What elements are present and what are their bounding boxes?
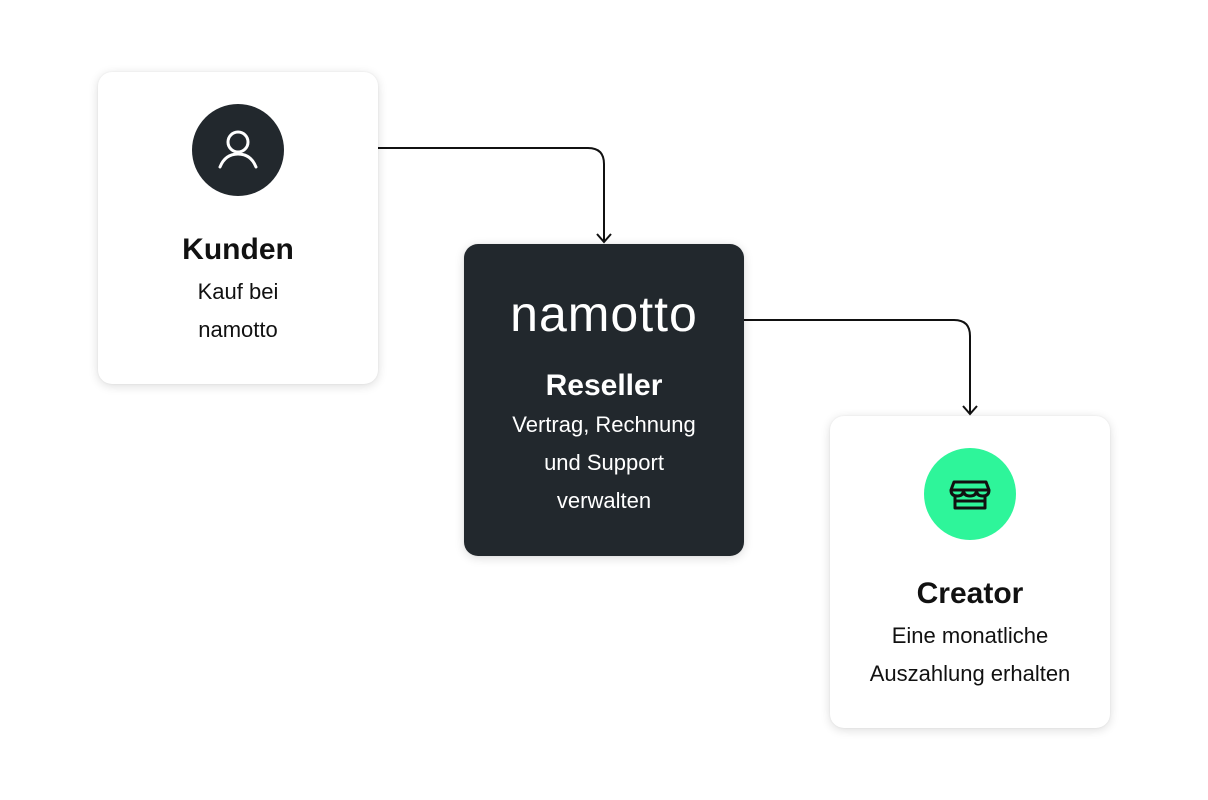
creator-description-line: Auszahlung erhalten — [869, 661, 1071, 686]
connector-kunden-to-reseller — [378, 147, 605, 241]
reseller-title: Reseller — [545, 369, 663, 402]
kunden-title: Kunden — [182, 233, 294, 266]
namotto-logo: namotto — [510, 286, 698, 342]
reseller-description-line: Vertrag, Rechnung — [512, 412, 696, 437]
reseller-card: namotto Reseller Vertrag, Rechnung und S… — [464, 244, 744, 556]
reseller-description-line: und Support — [544, 450, 664, 475]
user-icon — [192, 104, 284, 196]
kunden-description: Kauf bei namotto — [98, 273, 378, 349]
kunden-description-line: namotto — [198, 317, 278, 342]
connector-reseller-to-creator — [744, 319, 971, 413]
creator-title: Creator — [916, 577, 1024, 610]
creator-card: Creator Eine monatliche Auszahlung erhal… — [830, 416, 1110, 728]
storefront-icon — [924, 448, 1016, 540]
reseller-description-line: verwalten — [556, 488, 652, 513]
kunden-card: Kunden Kauf bei namotto — [98, 72, 378, 384]
kunden-description-line: Kauf bei — [197, 279, 279, 304]
creator-description-line: Eine monatliche — [891, 623, 1049, 648]
arrowhead-creator — [962, 405, 978, 416]
reseller-description: Vertrag, Rechnung und Support verwalten — [464, 406, 744, 520]
creator-description: Eine monatliche Auszahlung erhalten — [830, 617, 1110, 693]
arrowhead-reseller — [596, 233, 612, 244]
